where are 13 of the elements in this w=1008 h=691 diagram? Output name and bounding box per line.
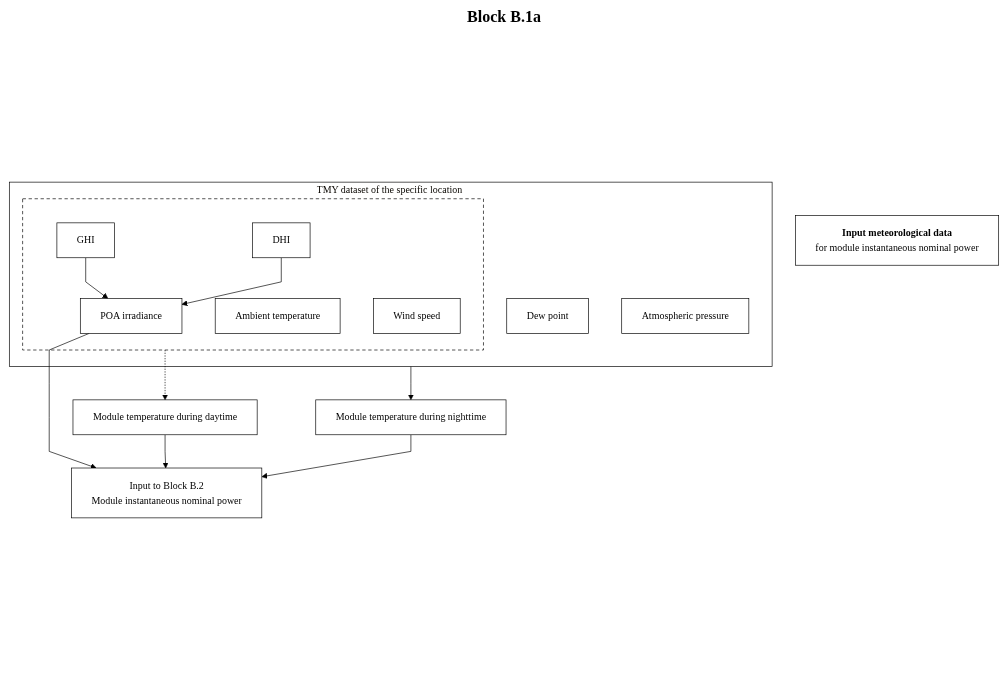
node-box: Module temperature during nighttime: [315, 399, 507, 436]
node-box: DHI: [252, 222, 311, 259]
node-box: Input meteorological data for module instantaneous nominal power: [795, 215, 999, 266]
diagram-title: Block B.1a: [466, 8, 542, 26]
node-box: Wind speed: [373, 298, 461, 334]
node-box: POA irradiance: [80, 298, 183, 334]
node-box: Ambient temperature: [214, 298, 341, 334]
node-box: Module temperature during daytime: [72, 399, 258, 436]
cluster: [22, 198, 484, 351]
node-box: Input to Block B.2 Module instantaneous nominal power: [71, 467, 263, 519]
node-box: GHI: [56, 222, 115, 259]
node-box: Atmospheric pressure: [621, 298, 750, 334]
node-box: Dew point: [506, 298, 589, 334]
